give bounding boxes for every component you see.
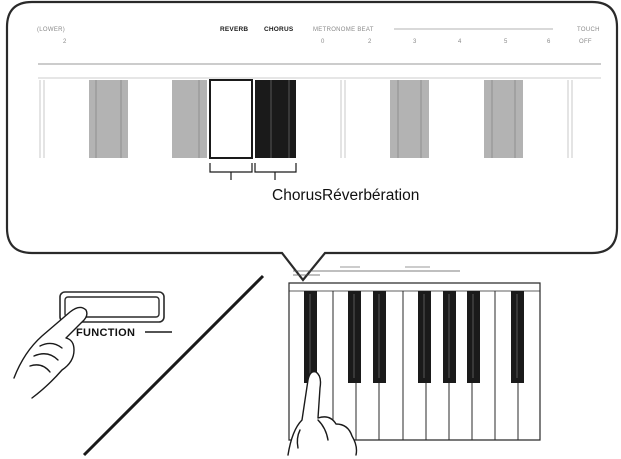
beat-value: 3 xyxy=(413,39,417,45)
black-key xyxy=(304,291,317,383)
reverb-callout: Réverbération xyxy=(322,187,419,204)
gray-key xyxy=(89,80,128,158)
callout-label: ChorusRéverbération xyxy=(272,187,419,204)
black-key xyxy=(418,291,431,383)
beat-value: 5 xyxy=(504,39,508,45)
reverb-label: REVERB xyxy=(220,26,248,33)
function-label: FUNCTION xyxy=(76,327,135,339)
beat-values: 0 2 3 4 5 6 xyxy=(321,39,551,45)
callout-bubble xyxy=(5,0,619,282)
key-brackets xyxy=(209,163,297,180)
piano-keyboard xyxy=(288,266,541,441)
beat-value: 4 xyxy=(458,39,462,45)
gray-key xyxy=(390,80,429,158)
touch-label: TOUCH xyxy=(577,27,600,33)
hand-pressing-key-icon xyxy=(287,370,358,456)
reverb-key xyxy=(209,79,253,159)
black-key xyxy=(443,291,456,383)
lowers-value: 2 xyxy=(63,39,67,45)
gray-key xyxy=(172,80,207,158)
panel-labels: (LOWER) 2 REVERB CHORUS METRONOME BEAT 0… xyxy=(37,26,600,45)
black-key xyxy=(348,291,361,383)
beat-value: 6 xyxy=(547,39,551,45)
beat-value: 2 xyxy=(368,39,372,45)
black-key xyxy=(511,291,524,383)
divider-slash xyxy=(82,274,265,457)
black-key xyxy=(467,291,480,383)
touch-value: OFF xyxy=(579,39,592,45)
lowers-label: (LOWER) xyxy=(37,27,65,33)
metronome-label: METRONOME BEAT xyxy=(313,27,374,33)
chorus-label: CHORUS xyxy=(264,26,294,33)
panel-key-strip xyxy=(39,79,573,159)
gray-key xyxy=(484,80,523,158)
beat-value: 0 xyxy=(321,39,325,45)
chorus-callout: Chorus xyxy=(272,187,322,204)
black-key xyxy=(373,291,386,383)
chorus-key xyxy=(255,80,296,158)
hand-pressing-icon xyxy=(13,306,88,399)
